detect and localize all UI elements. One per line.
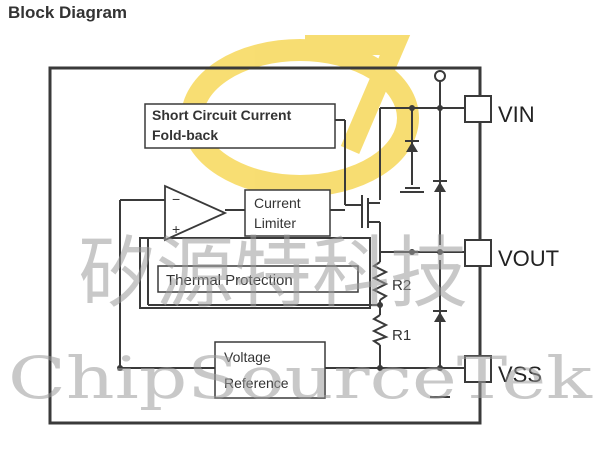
- thermal-protection-label: Thermal Protection: [166, 272, 293, 289]
- watermark-cn: 矽源特科技: [78, 229, 468, 319]
- voltage-reference-label-1: Voltage: [224, 349, 271, 365]
- short-circuit-label-2: Fold-back: [152, 127, 218, 143]
- resistor-r2: [371, 261, 389, 301]
- current-limiter-block: [244, 189, 331, 237]
- amp-minus-sign: −: [172, 191, 180, 207]
- page-title: Block Diagram: [8, 3, 128, 22]
- protection-diodes: [405, 140, 447, 322]
- vss-label: VSS: [498, 362, 542, 387]
- thermal-protection-block: [157, 265, 359, 293]
- vin-pin: [464, 95, 492, 123]
- resistor-r1: [371, 314, 389, 346]
- amp-plus-sign: +: [172, 221, 180, 237]
- short-circuit-label-1: Short Circuit Current: [152, 107, 292, 123]
- current-limiter-label-1: Current: [254, 195, 301, 211]
- watermark-en: ChipSourceTek: [8, 344, 593, 412]
- short-circuit-foldback-block: [144, 103, 336, 149]
- voltage-reference-block: [214, 341, 326, 399]
- vss-pin: [464, 355, 492, 383]
- r2-label: R2: [392, 277, 411, 294]
- voltage-reference-label-2: Reference: [224, 375, 289, 391]
- vout-pin: [464, 239, 492, 267]
- vin-label: VIN: [498, 102, 535, 127]
- junction-dots: [117, 105, 443, 371]
- error-amplifier: [164, 184, 228, 242]
- current-limiter-label-2: Limiter: [254, 215, 296, 231]
- r1-label: R1: [392, 327, 411, 344]
- vout-label: VOUT: [498, 246, 559, 271]
